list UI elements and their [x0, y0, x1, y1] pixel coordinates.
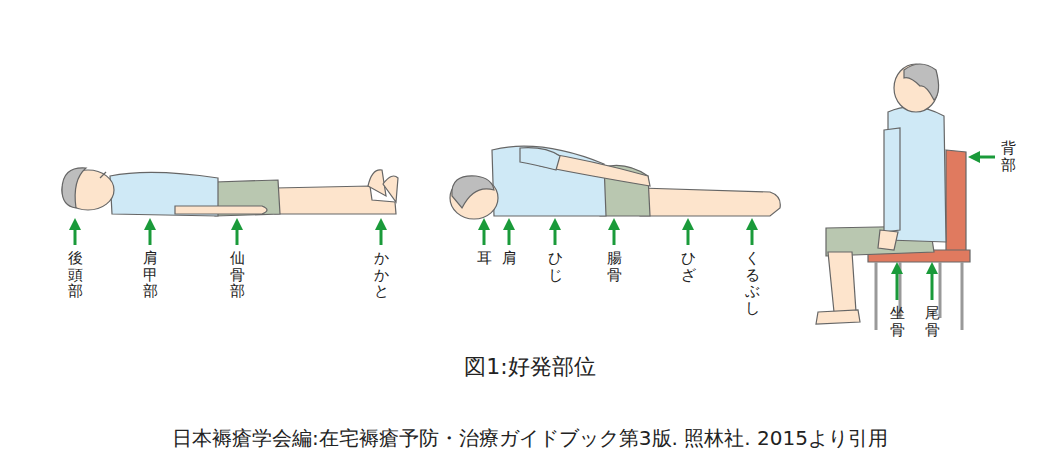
body-site-label: ひじ — [548, 250, 563, 283]
pressure-arrows — [75, 157, 995, 300]
body-site-label: ひざ — [681, 250, 696, 283]
body-site-label: 坐骨 — [890, 305, 905, 338]
sitting-figure — [816, 64, 970, 330]
supine-figure — [62, 168, 398, 216]
figure-caption: 図1:好発部位 — [464, 352, 595, 382]
body-site-label: 仙骨部 — [230, 250, 245, 300]
body-site-label: 肩甲部 — [143, 250, 158, 300]
body-site-label: 肩 — [502, 250, 517, 267]
citation-text: 日本褥瘡学会編:在宅褥瘡予防・治療ガイドブック第3版. 照林社. 2015より引… — [172, 425, 888, 452]
body-site-label: 尾骨 — [925, 305, 940, 338]
body-site-label: 後頭部 — [68, 250, 83, 300]
side-lying-figure — [450, 146, 780, 219]
body-site-label: 腸骨 — [607, 250, 622, 283]
body-site-label: くるぶし — [745, 250, 760, 316]
body-site-label: 背部 — [1001, 140, 1016, 173]
body-site-label: かかと — [374, 250, 389, 300]
body-site-label: 耳 — [477, 250, 492, 267]
